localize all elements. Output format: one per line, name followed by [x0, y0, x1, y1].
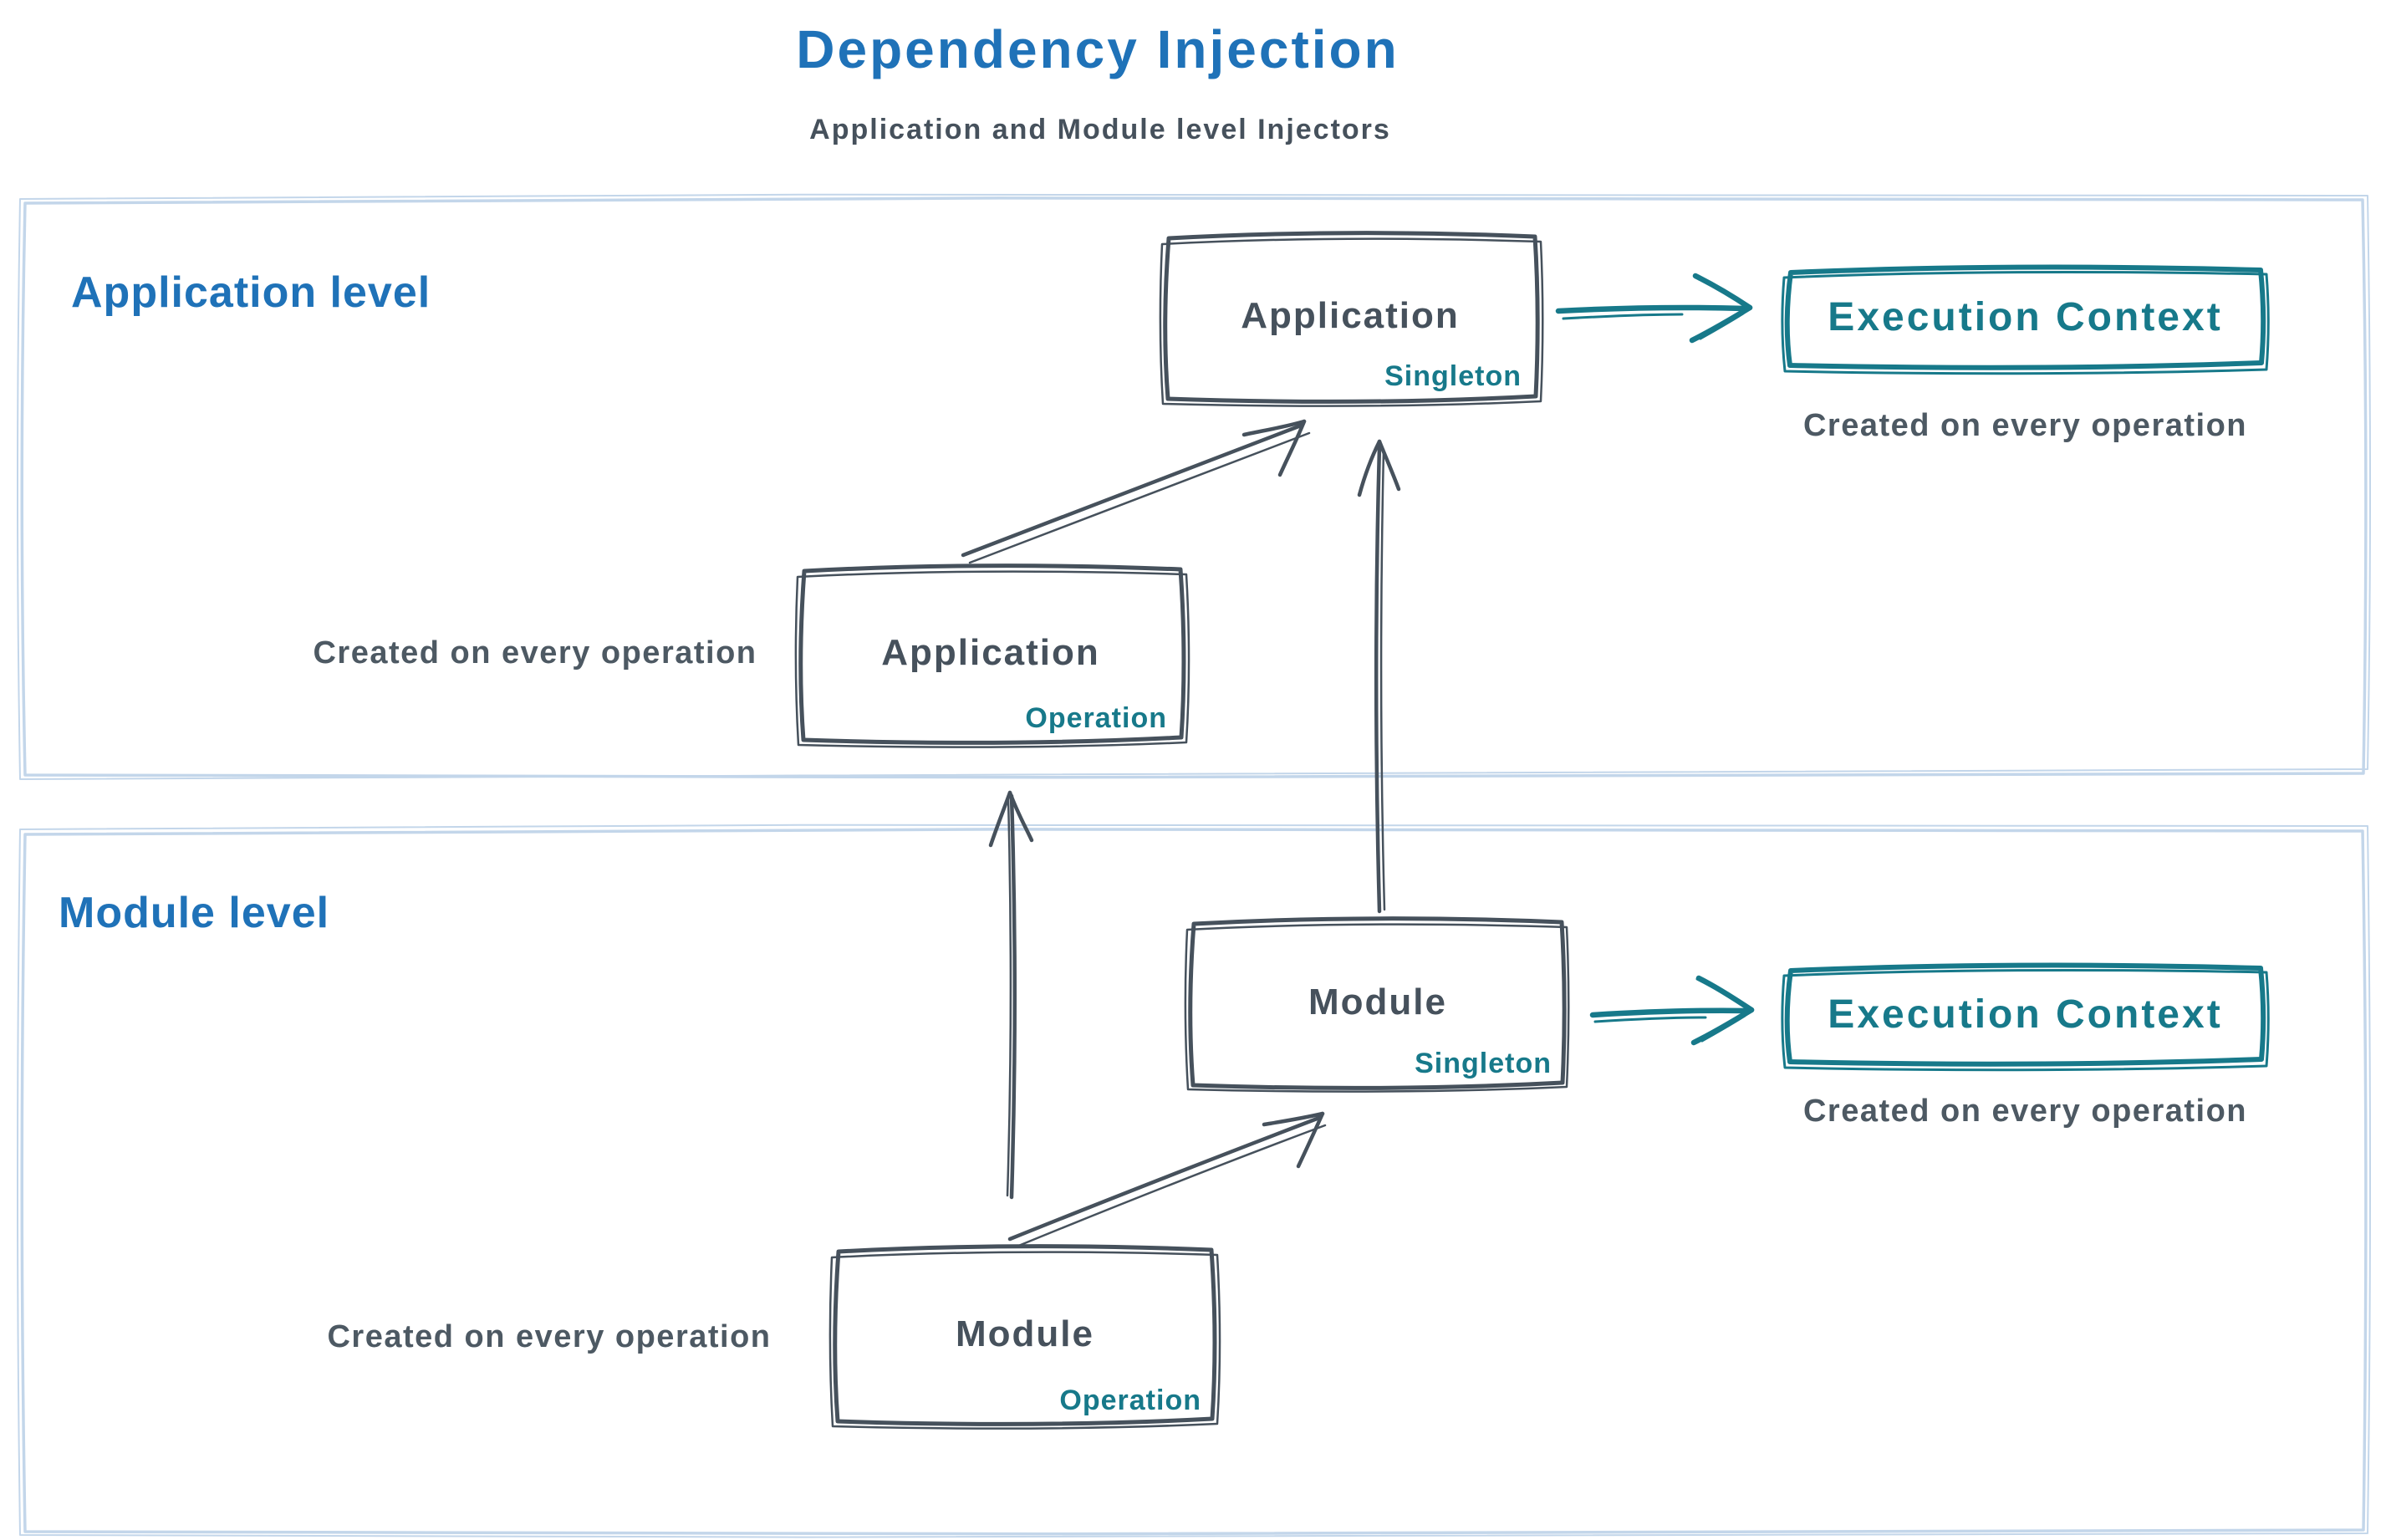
module-singleton-tag: Singleton	[1415, 1048, 1552, 1079]
module-operation-box	[828, 1244, 1221, 1430]
application-operation-node: Application Operation	[798, 563, 1184, 743]
arrow-module-operation-to-app-operation	[988, 790, 1034, 1200]
application-execution-context-label: Execution Context	[1828, 294, 2223, 339]
application-operation-note: Created on every operation	[313, 635, 757, 671]
arrow-module-singleton-to-execution-context	[1589, 975, 1755, 1046]
application-singleton-tag: Singleton	[1384, 360, 1522, 392]
application-level-label: Application level	[71, 268, 431, 317]
application-execution-note: Created on every operation	[1802, 408, 2248, 443]
module-operation-node: Module Operation	[832, 1243, 1218, 1425]
application-execution-context-box	[1781, 264, 2270, 375]
arrow-module-singleton-to-app-singleton	[1357, 439, 1401, 914]
module-operation-note: Created on every operation	[327, 1319, 772, 1354]
arrow-app-operation-to-app-singleton	[961, 419, 1311, 564]
application-operation-box	[794, 563, 1190, 748]
module-level-label: Module level	[59, 889, 330, 937]
module-singleton-title: Module	[1308, 981, 1447, 1022]
module-execution-context-box	[1781, 962, 2270, 1072]
module-operation-tag: Operation	[1059, 1384, 1201, 1416]
arrow-module-operation-to-module-singleton	[1007, 1111, 1327, 1248]
application-singleton-title: Application	[1241, 294, 1460, 336]
module-operation-title: Module	[956, 1313, 1094, 1354]
application-operation-title: Application	[881, 632, 1100, 673]
application-execution-context-node: Execution Context	[1784, 264, 2266, 370]
module-execution-note: Created on every operation	[1802, 1094, 2248, 1129]
module-execution-context-label: Execution Context	[1828, 992, 2223, 1037]
page-title: Dependency Injection	[796, 19, 1399, 79]
module-singleton-node: Module Singleton	[1187, 915, 1568, 1089]
application-singleton-node: Application Singleton	[1162, 230, 1538, 401]
application-operation-tag: Operation	[1025, 702, 1167, 734]
arrow-app-singleton-to-execution-context	[1555, 273, 1753, 344]
module-singleton-box	[1184, 916, 1570, 1093]
module-execution-context-node: Execution Context	[1784, 962, 2266, 1066]
application-singleton-box	[1159, 231, 1544, 407]
page-subtitle: Application and Module level Injectors	[809, 114, 1391, 145]
